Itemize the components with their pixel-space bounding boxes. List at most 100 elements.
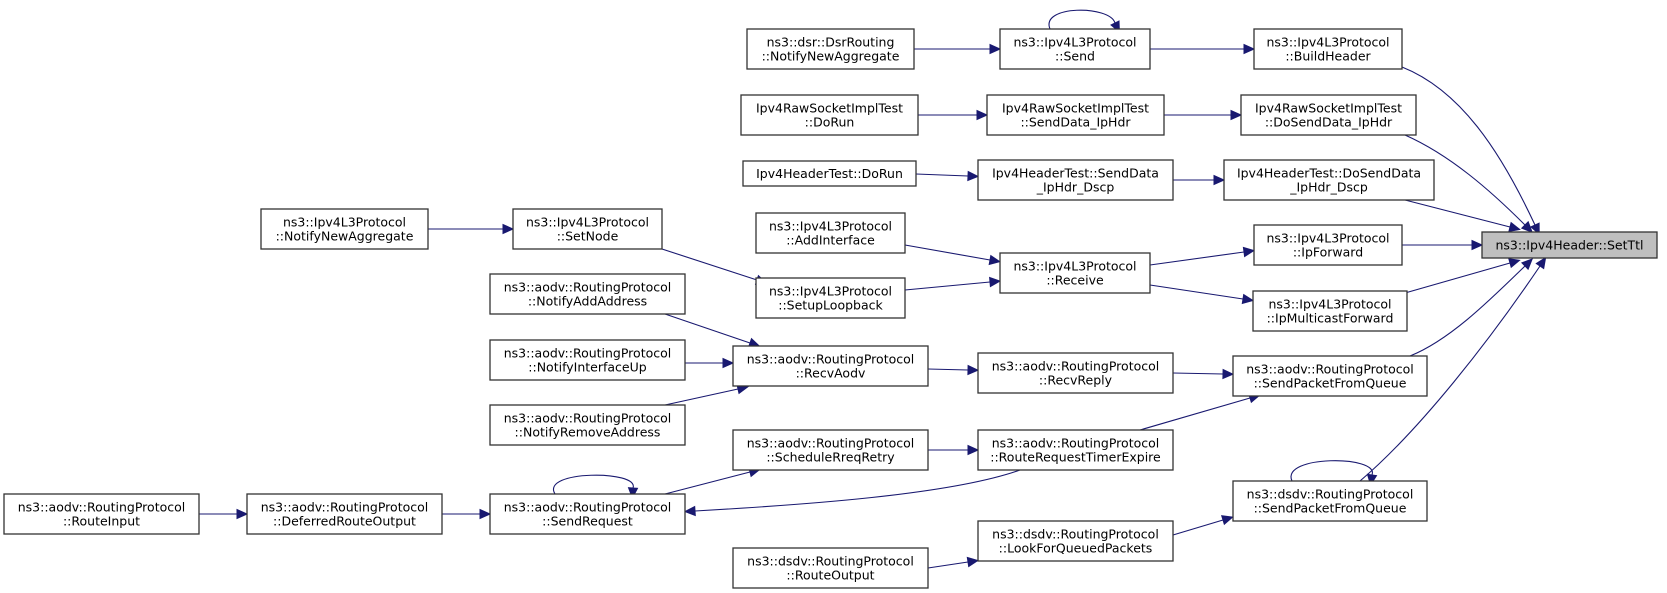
node-aodv-sendpacket[interactable]: ns3::aodv::RoutingProtocol::SendPacketFr… (1232, 355, 1428, 397)
node-box[interactable] (746, 28, 915, 70)
node-routeoutput[interactable]: ns3::dsdv::RoutingProtocol::RouteOutput (732, 547, 929, 589)
node-box[interactable] (489, 493, 686, 535)
node-box[interactable] (732, 547, 929, 589)
node-routeinput[interactable]: ns3::aodv::RoutingProtocol::RouteInput (3, 493, 200, 535)
node-box[interactable] (1252, 290, 1408, 332)
arrowhead-icon (1535, 256, 1547, 270)
node-box[interactable] (246, 493, 443, 535)
node-dosenddata-dscp[interactable]: Ipv4HeaderTest::DoSendData_IpHdr_Dscp (1223, 159, 1435, 201)
node-send[interactable]: ns3::Ipv4L3Protocol::Send (999, 28, 1151, 70)
node-dsdv-sendpacket[interactable]: ns3::dsdv::RoutingProtocol::SendPacketFr… (1232, 480, 1428, 522)
node-senddata-iphdr[interactable]: Ipv4RawSocketImplTest::SendData_IpHdr (986, 94, 1165, 136)
node-label: ::RecvAodv (796, 366, 866, 381)
node-box[interactable] (1253, 28, 1403, 70)
node-box[interactable] (489, 339, 686, 381)
arrowhead-icon (1520, 220, 1533, 233)
node-label: ::NotifyNewAggregate (762, 49, 900, 64)
node-sendrequest[interactable]: ns3::aodv::RoutingProtocol::SendRequest (489, 493, 686, 535)
edge-schedulerreq-to-routerequesttimer (928, 444, 980, 456)
node-label: ::NotifyNewAggregate (276, 229, 414, 244)
arrowhead-icon (1242, 246, 1256, 258)
edge-line (1048, 9, 1116, 30)
node-senddata-dscp[interactable]: Ipv4HeaderTest::SendData_IpHdr_Dscp (977, 159, 1174, 201)
node-label: Ipv4HeaderTest::DoRun (756, 166, 903, 181)
arrowhead-icon (1230, 109, 1243, 121)
edge-hdrtest_dorun-to-senddata_dscp (915, 170, 980, 182)
edge-line (1149, 284, 1244, 300)
node-box[interactable] (489, 273, 686, 315)
node-settl[interactable]: ns3::Ipv4Header::SetTtl (1481, 231, 1658, 259)
arrowhead-icon (967, 170, 980, 182)
node-deferredrouteoutput[interactable]: ns3::aodv::RoutingProtocol::DeferredRout… (246, 493, 443, 535)
node-box[interactable] (1223, 159, 1435, 201)
arrowhead-icon (479, 508, 492, 520)
node-rawsock-dorun[interactable]: Ipv4RawSocketImplTest::DoRun (740, 94, 919, 136)
node-box[interactable] (999, 252, 1151, 294)
node-dosenddata-iphdr[interactable]: Ipv4RawSocketImplTest::DoSendData_IpHdr (1240, 94, 1417, 136)
edge-dsr_notify-to-send (914, 43, 1002, 55)
node-label: ::BuildHeader (1285, 49, 1371, 64)
node-box[interactable] (512, 208, 663, 250)
arrowhead-icon (502, 223, 515, 235)
node-label: ::NotifyRemoveAddress (515, 425, 661, 440)
node-setuploopback[interactable]: ns3::Ipv4L3Protocol::SetupLoopback (755, 277, 906, 319)
node-box[interactable] (732, 429, 929, 471)
node-box[interactable] (1481, 231, 1658, 259)
node-label: ::IpForward (1293, 245, 1363, 260)
node-notifyaddaddress[interactable]: ns3::aodv::RoutingProtocol::NotifyAddAdd… (489, 273, 686, 315)
node-ipforward[interactable]: ns3::Ipv4L3Protocol::IpForward (1253, 224, 1403, 266)
node-box[interactable] (977, 429, 1174, 471)
node-box[interactable] (3, 493, 200, 535)
edge-receive-to-ipforward (1149, 246, 1256, 266)
node-hdrtest-dorun[interactable]: Ipv4HeaderTest::DoRun (742, 160, 917, 187)
node-box[interactable] (755, 212, 906, 254)
arrowhead-icon (683, 505, 696, 517)
node-label: ::RouteOutput (786, 568, 874, 583)
node-box[interactable] (977, 520, 1174, 562)
edge-line (1404, 134, 1526, 226)
node-box[interactable] (1232, 355, 1428, 397)
node-notifyinterfaceup[interactable]: ns3::aodv::RoutingProtocol::NotifyInterf… (489, 339, 686, 381)
node-ipv4l3-notify[interactable]: ns3::Ipv4L3Protocol::NotifyNewAggregate (260, 208, 429, 250)
node-box[interactable] (1253, 224, 1403, 266)
edge-line (1172, 372, 1224, 375)
node-receive[interactable]: ns3::Ipv4L3Protocol::Receive (999, 252, 1151, 294)
node-buildheader[interactable]: ns3::Ipv4L3Protocol::BuildHeader (1253, 28, 1403, 70)
node-label: ns3::dsdv::RoutingProtocol (747, 554, 914, 569)
edge-dsdv_sendpacket-to-dsdv_sendpacket (1290, 460, 1378, 487)
edge-line (694, 469, 1021, 512)
node-recvreply[interactable]: ns3::aodv::RoutingProtocol::RecvReply (977, 352, 1174, 394)
edge-line (1139, 397, 1251, 431)
node-lookforqueued[interactable]: ns3::dsdv::RoutingProtocol::LookForQueue… (977, 520, 1174, 562)
node-box[interactable] (999, 28, 1151, 70)
node-box[interactable] (986, 94, 1165, 136)
node-box[interactable] (1232, 480, 1428, 522)
node-box[interactable] (755, 277, 906, 319)
edge-receive-to-ipmulticastforward (1149, 284, 1255, 305)
node-box[interactable] (489, 404, 686, 446)
arrowhead-icon (1508, 258, 1521, 269)
node-schedulerreq[interactable]: ns3::aodv::RoutingProtocol::ScheduleRreq… (732, 429, 929, 471)
edge-recvaodv-to-recvreply (927, 364, 980, 376)
node-box[interactable] (977, 352, 1174, 394)
node-box[interactable] (732, 345, 929, 387)
node-box[interactable] (977, 159, 1174, 201)
node-box[interactable] (742, 160, 917, 187)
node-ipmulticastforward[interactable]: ns3::Ipv4L3Protocol::IpMulticastForward (1252, 290, 1408, 332)
edge-ipforward-to-settl (1402, 239, 1484, 251)
node-box[interactable] (1240, 94, 1417, 136)
node-setnode[interactable]: ns3::Ipv4L3Protocol::SetNode (512, 208, 663, 250)
edge-line (1290, 460, 1373, 482)
node-notifyremoveaddress[interactable]: ns3::aodv::RoutingProtocol::NotifyRemove… (489, 404, 686, 446)
node-dsr-notify[interactable]: ns3::dsr::DsrRouting::NotifyNewAggregate (746, 28, 915, 70)
arrowhead-icon (1241, 293, 1255, 305)
edge-setuploopback-to-receive (904, 276, 1002, 291)
node-routerequesttimer[interactable]: ns3::aodv::RoutingProtocol::RouteRequest… (977, 429, 1174, 471)
edge-senddata_dscp-to-dosenddata_dscp (1173, 174, 1226, 186)
edge-notifyaddaddress-to-recvaodv (664, 313, 761, 348)
edge-line (904, 244, 991, 261)
node-addinterface[interactable]: ns3::Ipv4L3Protocol::AddInterface (755, 212, 906, 254)
node-box[interactable] (260, 208, 429, 250)
node-recvaodv[interactable]: ns3::aodv::RoutingProtocol::RecvAodv (732, 345, 929, 387)
node-box[interactable] (740, 94, 919, 136)
